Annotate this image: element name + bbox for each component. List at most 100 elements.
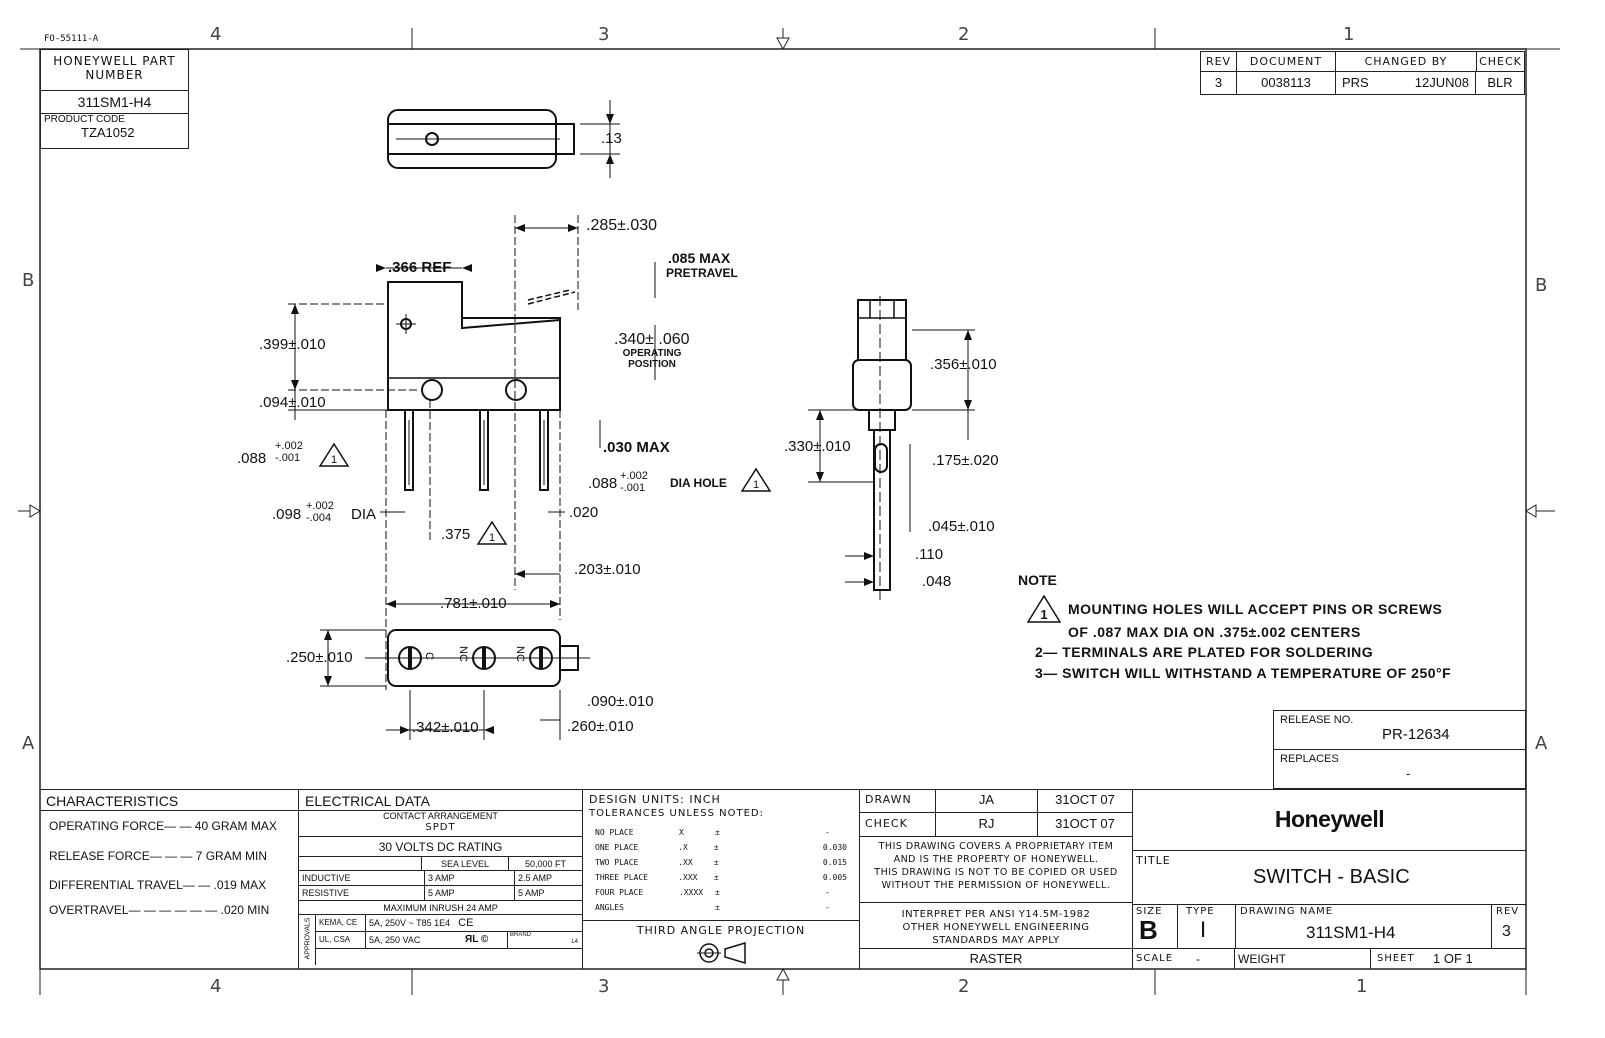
dim-ref-width: .366 REF: [388, 259, 452, 276]
dim-terminal-thickness: .020: [569, 504, 599, 521]
dim-terminal-length: .030 MAX: [603, 439, 670, 456]
dim-hole-tol-a: +.002 -.001: [275, 440, 303, 464]
dc-rating: 30 VOLTS DC RATING: [299, 837, 582, 857]
product-code: TZA1052: [81, 125, 135, 140]
brand-value: L4: [571, 939, 578, 945]
dim-hole-spacing: .375: [441, 526, 471, 543]
dim-side-upper: .356±.010: [930, 356, 997, 373]
title-block: Honeywell TITLE SWITCH - BASIC SIZE B TY…: [1133, 789, 1526, 969]
drawing-title: SWITCH - BASIC: [1253, 866, 1410, 888]
changed-date: 12JUN08: [1414, 75, 1469, 90]
dim-side-height: .330±.010: [784, 438, 851, 455]
char-overtravel-label: OVERTRAVEL— — — — — —: [49, 903, 218, 917]
drawn-label: DRAWN: [860, 789, 936, 812]
drawing-name-label: DRAWING NAME: [1240, 906, 1334, 917]
note-2: 2— TERMINALS ARE PLATED FOR SOLDERING: [1035, 644, 1374, 660]
check-by: RJ: [936, 813, 1038, 836]
dim-bottom-left: .342±.010: [412, 719, 479, 736]
size-value: B: [1139, 915, 1158, 945]
svg-text:1: 1: [1040, 607, 1047, 622]
char-differential-label: DIFFERENTIAL TRAVEL— —: [49, 878, 211, 892]
interpret-line-2: OTHER HONEYWELL ENGINEERING: [902, 922, 1090, 933]
tolerances-label: TOLERANCES UNLESS NOTED:: [589, 808, 764, 819]
title-area: [40, 789, 1526, 970]
notes-title: NOTE: [1018, 572, 1057, 588]
dim-side-slot: .175±.020: [932, 452, 999, 469]
rev-header: REV: [1201, 52, 1237, 71]
note-1-line-1: MOUNTING HOLES WILL ACCEPT PINS OR SCREW…: [1068, 601, 1443, 617]
check-label: CHECK: [860, 813, 936, 836]
drawn-date: 31OCT 07: [1055, 792, 1115, 807]
dim-top-height: .13: [601, 130, 622, 147]
dim-pretravel: .085 MAX: [668, 250, 731, 266]
char-differential-value: .019 MAX: [213, 878, 267, 892]
design-units: DESIGN UNITS: INCH: [589, 793, 721, 806]
revision-block: REV DOCUMENT CHANGED BY CHECK 3 0038113 …: [1200, 51, 1525, 95]
svg-text:1: 1: [489, 532, 495, 544]
weight-label: WEIGHT: [1235, 949, 1371, 969]
dim-plunger-offset: .285±.030: [586, 217, 658, 234]
dim-pretravel-label: PRETRAVEL: [666, 266, 738, 280]
replaces-value: -: [1406, 766, 1411, 781]
col-altitude: 50,000 FT: [524, 859, 567, 869]
electrical-title: ELECTRICAL DATA: [299, 789, 582, 811]
tol-fmt-5: [679, 900, 715, 915]
proprietary-line-3: THIS DRAWING IS NOT TO BE COPIED OR USED: [874, 867, 1118, 878]
zone-top-1: 1: [1343, 24, 1356, 45]
terminal-label-nc-1: NC: [456, 646, 469, 662]
terminal-label-c: C: [422, 652, 435, 660]
dim-hole-tol-b: +.002 -.001: [620, 470, 648, 494]
replaces-label: REPLACES: [1280, 753, 1339, 765]
part-number-header: HONEYWELL PART NUMBER: [41, 50, 188, 91]
part-number-block: HONEYWELL PART NUMBER 311SM1-H4 PRODUCT …: [40, 49, 189, 149]
part-number: 311SM1-H4: [41, 91, 188, 114]
ul-rating: 5A, 250 VAC: [369, 935, 421, 945]
col-sea-level: SEA LEVEL: [422, 857, 509, 870]
tol-place-5: ANGLES: [595, 903, 624, 912]
changed-by-header: CHANGED BY: [1336, 52, 1477, 71]
tol-val-4: -: [825, 888, 830, 897]
dim-pin-tol: +.002 -.004: [306, 500, 334, 524]
char-operating-label: OPERATING FORCE— —: [49, 819, 192, 833]
resistive-alt: 5 AMP: [518, 888, 545, 898]
third-angle-projection-icon: [697, 941, 746, 965]
release-value: PR-12634: [1382, 726, 1450, 743]
tol-val-2: 0.015: [822, 858, 847, 867]
top-view: [387, 100, 620, 178]
svg-text:1: 1: [753, 479, 759, 491]
tol-place-4: FOUR PLACE: [595, 888, 644, 897]
zone-top-2: 2: [958, 24, 971, 45]
dim-bottom-right: .260±.010: [567, 718, 634, 735]
svg-text:1: 1: [331, 454, 337, 466]
ce-mark-icon: CE: [458, 917, 474, 929]
check-header: CHECK: [1479, 55, 1522, 68]
ul-agency: UL, CSA: [316, 932, 366, 948]
zone-right-b: B: [1535, 275, 1549, 296]
zone-right-a: A: [1535, 733, 1549, 754]
tol-fmt-0: X: [679, 828, 684, 837]
tol-sym-4: ±: [715, 888, 720, 897]
zone-left-a: A: [22, 733, 36, 754]
zone-top-3: 3: [598, 24, 611, 45]
terminal-label-nc-2: NC: [513, 646, 526, 662]
tol-fmt-4: .XXXX: [679, 888, 704, 897]
ul-csa-mark-icon: ЯL ©: [465, 934, 489, 945]
tol-val-0: -: [825, 828, 830, 837]
zone-bottom-1: 1: [1356, 976, 1369, 997]
proprietary-line-4: WITHOUT THE PERMISSION OF HONEYWELL.: [881, 880, 1111, 891]
title-label: TITLE: [1136, 854, 1171, 867]
rev-label: REV: [1496, 906, 1520, 917]
sheet-value: 1 OF 1: [1433, 951, 1473, 966]
inductive-alt: 2.5 AMP: [518, 873, 553, 883]
tol-place-1: ONE PLACE: [595, 843, 639, 852]
inductive-label: INDUCTIVE: [299, 871, 425, 885]
char-overtravel-value: .020 MIN: [220, 903, 270, 917]
tol-place-3: THREE PLACE: [595, 873, 648, 882]
side-view: [808, 296, 975, 600]
document-header: DOCUMENT: [1237, 52, 1336, 71]
changed-by-value: PRS: [1342, 75, 1369, 90]
front-view: [288, 215, 656, 690]
dim-hole-offset: .094±.010: [259, 394, 326, 411]
